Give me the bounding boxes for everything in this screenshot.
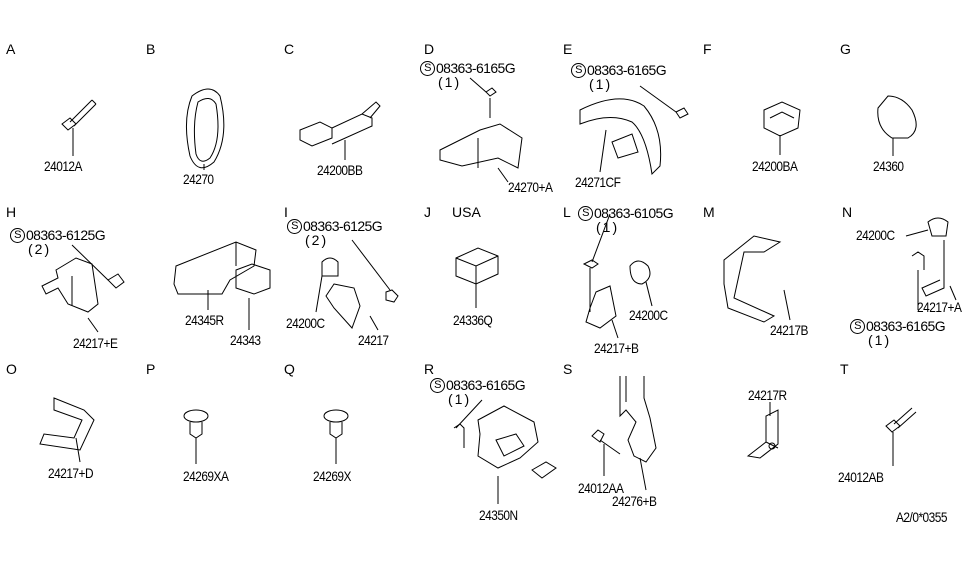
bracket-drawing-s [591,376,657,491]
bracket-drawing-l [582,213,653,339]
part-number-label[interactable]: 24200BA [752,158,798,174]
section-letter-l: L [563,204,571,220]
section-letter-c: C [284,41,295,57]
part-number-label[interactable]: 24276+B [612,493,657,509]
part-number-label[interactable]: 24217+B [594,340,639,356]
bolt-drawing-a [61,99,97,156]
bracket-drawing-o [39,397,95,463]
section-letter-e: E [563,41,573,57]
part-number-label[interactable]: 24217+A [917,299,962,315]
protector-drawing-e [579,85,689,176]
section-letter-m: M [703,204,715,220]
part-number-label[interactable]: 24360 [873,158,904,174]
bracket-drawing-n [905,217,957,310]
part-number-label[interactable]: 24200C [629,307,668,323]
part-number-label[interactable]: 24200C [286,315,325,331]
part-number-label[interactable]: 24343 [230,332,261,348]
part-number-label[interactable]: 24269XA [183,468,229,484]
cap-drawing-g [877,95,917,156]
bolt-drawing-t [885,407,917,466]
part-number-label[interactable]: 24217R [748,387,787,403]
bracket-drawing-m [723,235,791,323]
bracket-drawing-24217r [746,409,779,459]
section-letter-s: S [563,361,573,377]
section-letter-q: Q [284,361,295,377]
part-number-label[interactable]: 24269X [313,468,351,484]
terminal-drawing-c [299,101,381,160]
part-number-label[interactable]: 24012AA [578,480,624,496]
section-letter-n: N [842,204,853,220]
grommet-drawing-b [186,88,225,170]
section-letter-o: O [6,361,17,377]
section-letter-g: G [840,41,851,57]
bracket-drawing-i [315,239,399,331]
section-letter-h: H [6,204,17,220]
section-letter-f: F [703,41,712,57]
cover-drawing-24345r [173,241,271,330]
part-number-label[interactable]: 24217B [770,322,808,338]
part-number-label[interactable]: 24270+A [508,179,553,195]
part-number-label[interactable]: 24217+E [73,335,118,351]
sensor-drawing-r [453,399,557,504]
section-letter-p: P [146,361,156,377]
clip-drawing-p [183,409,209,464]
section-letter-j: J [424,204,431,220]
section-letter-a: A [6,41,16,57]
part-number-label[interactable]: 24336Q [453,312,493,328]
section-letter-r: R [424,361,435,377]
part-number-label[interactable]: 24200BB [317,162,363,178]
clip-drawing-d [439,77,523,183]
part-number-label[interactable]: 24270 [183,171,214,187]
part-number-label[interactable]: 24350N [479,507,518,523]
clip-drawing-f [763,101,801,155]
part-number-label[interactable]: 24345R [185,312,224,328]
part-number-label[interactable]: 24012AB [838,469,884,485]
part-number-label[interactable]: 24217 [358,332,389,348]
section-letter-d: D [424,41,435,57]
section-letter-b: B [146,41,156,57]
clip-drawing-q [323,409,349,464]
part-number-label[interactable]: 24271CF [575,174,621,190]
section-letter-i: I [284,204,288,220]
part-number-label[interactable]: 24012A [44,158,82,174]
bracket-drawing-h [41,244,125,333]
relay-drawing-j [455,247,499,308]
section-letter-t: T [840,361,849,377]
diagram-code: A2/0*0355 [896,509,948,525]
part-number-label[interactable]: 24200C [856,227,895,243]
part-number-label[interactable]: 24217+D [48,465,94,481]
section-note-usa: USA [452,204,481,220]
